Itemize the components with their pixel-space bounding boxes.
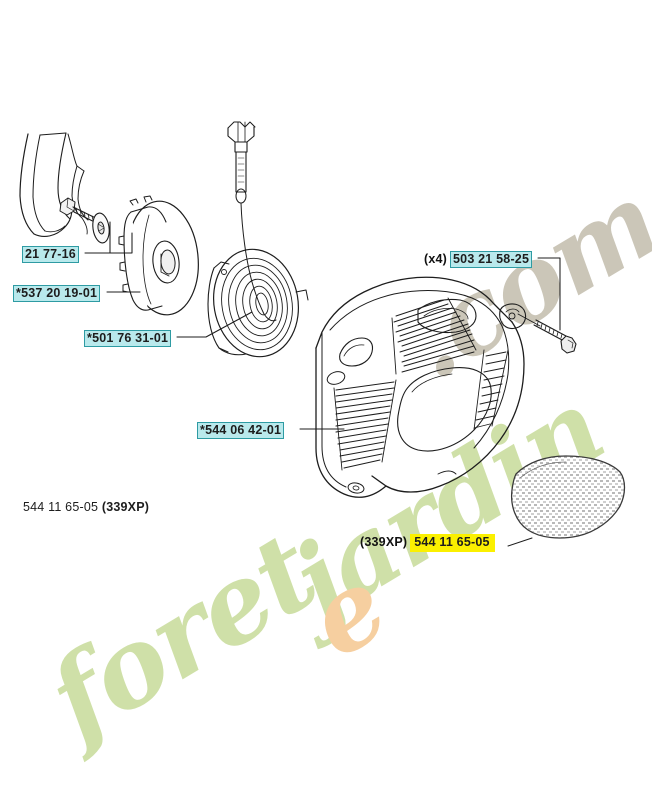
model-prefix-339xp: (339XP)	[360, 535, 408, 549]
caption-model: (339XP)	[101, 500, 150, 514]
part-label-air-filter-screen[interactable]: (339XP)544 11 65-05	[360, 534, 495, 552]
cover-screw-part	[517, 313, 577, 354]
part-label-cover-screws[interactable]: (x4)503 21 58-25	[424, 251, 533, 268]
diagram-caption: 544 11 65-05 (339XP)	[23, 500, 149, 515]
part-label-screw-washer[interactable]: 21 77-16	[22, 246, 79, 263]
part-label-recoil-spring[interactable]: *501 76 31-01	[84, 330, 172, 347]
quantity-prefix-x4: (x4)	[424, 252, 448, 266]
part-label-starter-pulley[interactable]: *537 20 19-01	[13, 285, 101, 302]
caption-part-number: 544 11 65-05	[23, 500, 99, 514]
part-number-501-76-31-01: *501 76 31-01	[84, 330, 172, 347]
starter-pulley-part	[118, 195, 199, 316]
part-number-544-11-65-05-highlighted: 544 11 65-05	[410, 534, 495, 552]
part-number-21-77-16: 21 77-16	[22, 246, 79, 263]
part-number-503-21-58-25: 503 21 58-25	[450, 251, 533, 268]
air-filter-screen-part	[510, 455, 626, 539]
engine-housing-fragment	[19, 132, 89, 237]
part-number-544-06-42-01: *544 06 42-01	[197, 422, 285, 439]
starter-rope-and-handle	[227, 121, 277, 322]
part-label-starter-cover[interactable]: *544 06 42-01	[197, 422, 285, 439]
recoil-spring-part	[207, 248, 309, 358]
starter-cover-part	[315, 276, 527, 498]
screw-and-washer-parts	[59, 197, 110, 244]
part-number-537-20-19-01: *537 20 19-01	[13, 285, 101, 302]
leader-lines	[84, 221, 561, 547]
